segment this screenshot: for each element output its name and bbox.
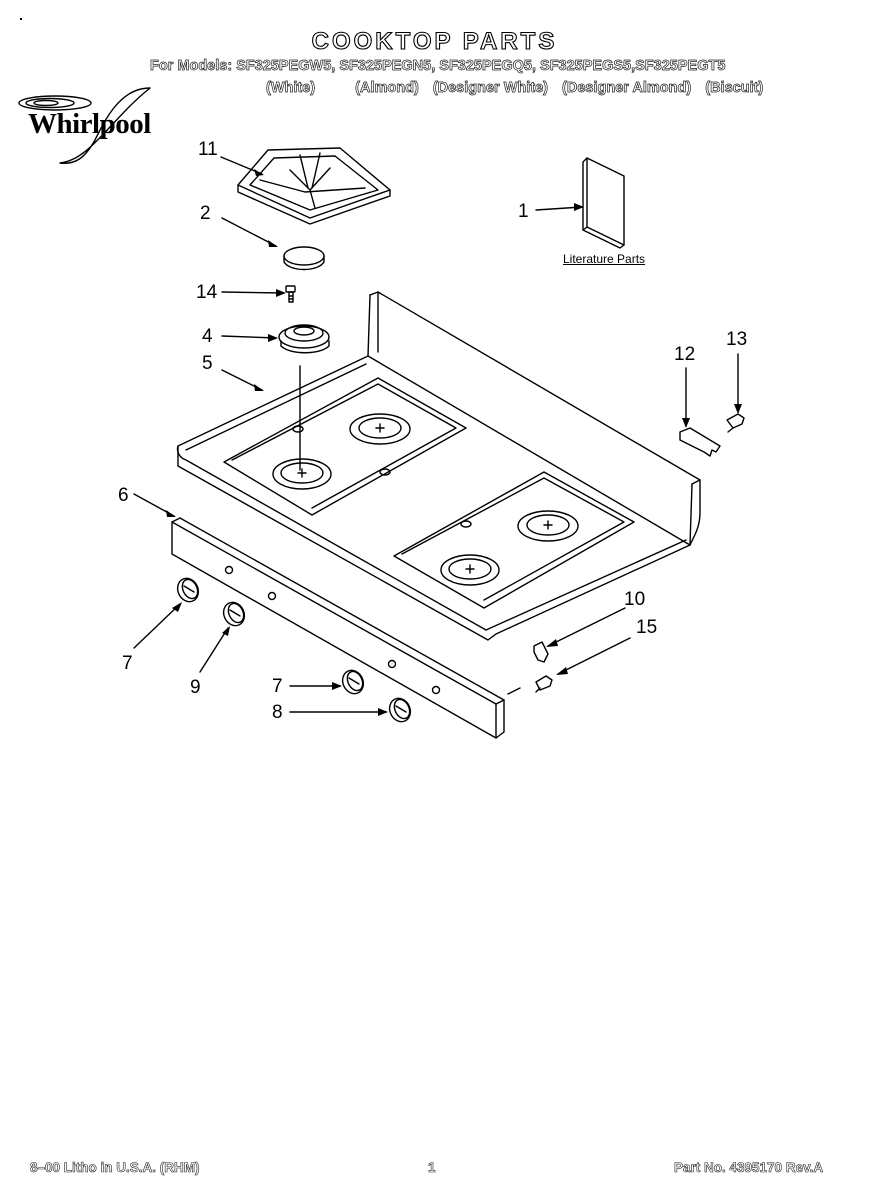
knob-7a-part [176,577,200,603]
screw-15-part [535,675,553,693]
control-panel-part [171,517,505,739]
screw-14-part [285,285,296,303]
whirlpool-swirl-icon [18,87,151,165]
callout-11: 11 [198,139,218,160]
knob-7b-part [341,669,365,695]
screw-13-part [726,413,745,433]
callout-10: 10 [624,589,646,610]
color-designer-almond: (Designer Almond) [562,80,692,97]
color-almond: (Almond) [355,80,419,97]
speck [20,18,22,20]
clip-10-part [533,641,549,663]
callout-5: 5 [202,353,213,374]
leader-lines [133,156,739,713]
callout-6: 6 [118,485,129,506]
brand-logo-text: Whirlpool [28,108,151,140]
literature-parts-label: Literature Parts [563,252,646,266]
burner-cap-part [283,246,325,271]
bracket-12-part [679,427,721,457]
knob-8-part [388,697,412,723]
callout-9: 9 [190,677,201,698]
color-white: (White) [266,80,316,97]
callout-14: 14 [196,282,218,303]
arrowheads [166,169,742,716]
color-biscuit: (Biscuit) [705,80,764,97]
callout-7b: 7 [272,676,283,697]
footer-page-number: 1 [428,1160,436,1176]
callout-4: 4 [202,326,213,347]
callout-1: 1 [518,201,529,222]
page-title: COOKTOP PARTS [311,27,558,55]
callout-8: 8 [272,702,283,723]
colors-line: (White) (Almond) (Designer White) (Desig… [266,80,773,97]
literature-book-part [582,157,625,249]
callout-13: 13 [726,329,748,350]
callout-12: 12 [674,344,696,365]
grate-part [237,147,391,225]
knob-9-part [222,601,246,627]
cooktop-panel-part [176,291,701,641]
callout-2: 2 [200,203,211,224]
burner-base-part [278,324,330,354]
color-designer-white: (Designer White) [432,80,549,97]
callout-15: 15 [636,617,658,638]
footer-litho: 8–00 Litho in U.S.A. (RHM) [30,1160,200,1176]
models-line: For Models: SF325PEGW5, SF325PEGN5, SF32… [150,58,726,75]
footer-part-number: Part No. 4395170 Rev.A [674,1160,824,1176]
callout-7a: 7 [122,653,133,674]
